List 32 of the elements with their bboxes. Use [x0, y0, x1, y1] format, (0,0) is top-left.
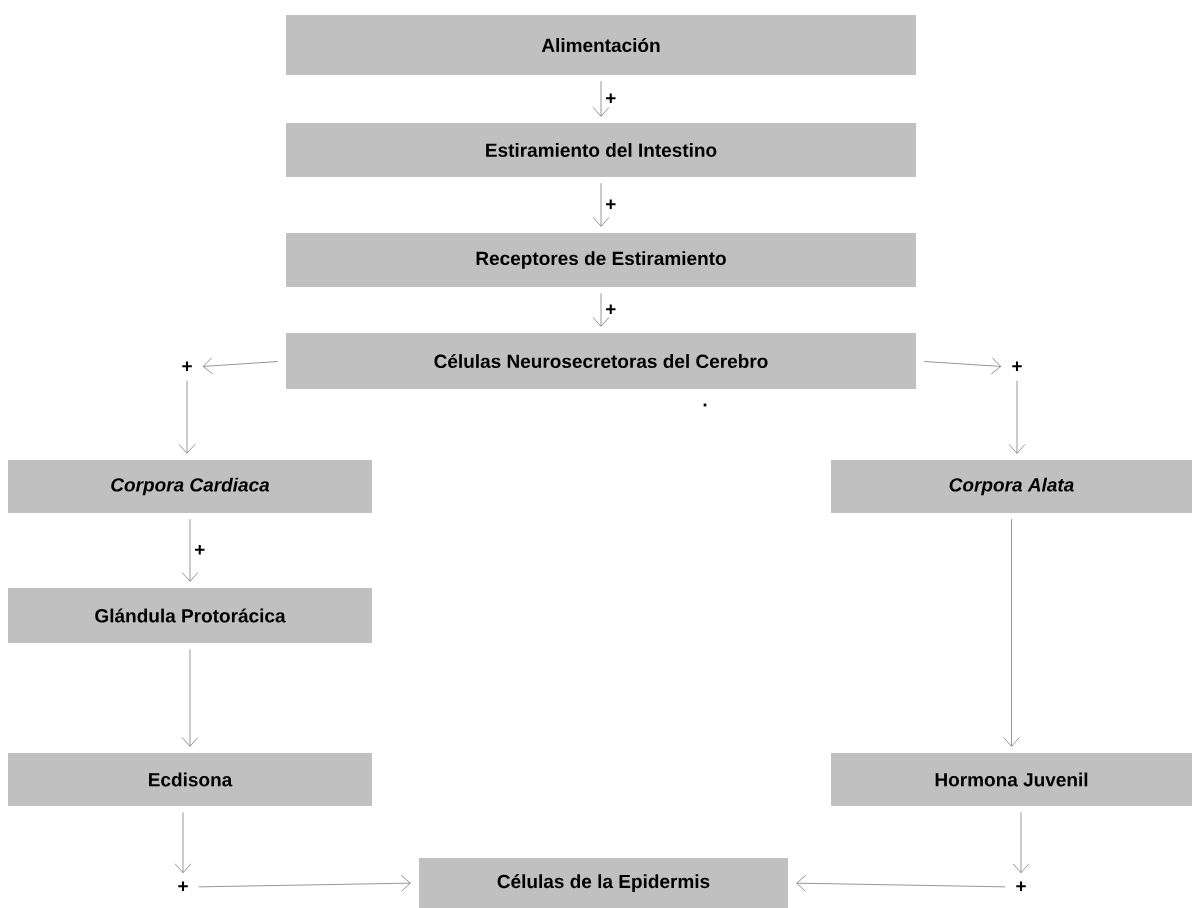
process-box: Células de la Epidermis: [419, 858, 788, 908]
plus-sign: +: [1012, 361, 1022, 372]
process-box: Corpora Alata: [831, 460, 1192, 513]
arrow: [198, 875, 411, 892]
arrow: [1003, 518, 1020, 747]
arrow: [202, 357, 279, 375]
plus-sign: +: [1016, 881, 1026, 892]
arrow: [592, 182, 610, 227]
edge-label: +: [606, 199, 616, 210]
arrow: [178, 380, 196, 454]
edge-label: +: [606, 304, 616, 315]
plus-sign: +: [178, 881, 188, 892]
edge-label: +: [195, 544, 205, 555]
arrow: [923, 357, 1002, 375]
arrow: [796, 875, 1006, 892]
arrow: [174, 811, 192, 874]
arrow: [181, 648, 199, 747]
process-box: Estiramiento del Intestino: [286, 123, 916, 177]
arrow: [592, 80, 610, 117]
process-box: Corpora Cardiaca: [8, 460, 372, 513]
process-box: Células Neurosecretoras del Cerebro: [286, 333, 916, 389]
arrow: [1012, 811, 1030, 874]
process-box: Hormona Juvenil: [831, 753, 1192, 806]
plus-sign: +: [182, 361, 192, 372]
edge-label: +: [606, 93, 616, 104]
arrow: [1008, 380, 1026, 454]
process-box: Glándula Protorácica: [8, 588, 372, 643]
arrow: [592, 292, 610, 327]
process-box: Alimentación: [286, 15, 916, 75]
process-box: Receptores de Estiramiento: [286, 233, 916, 287]
process-box: Ecdisona: [8, 753, 372, 806]
arrow: [181, 518, 199, 582]
